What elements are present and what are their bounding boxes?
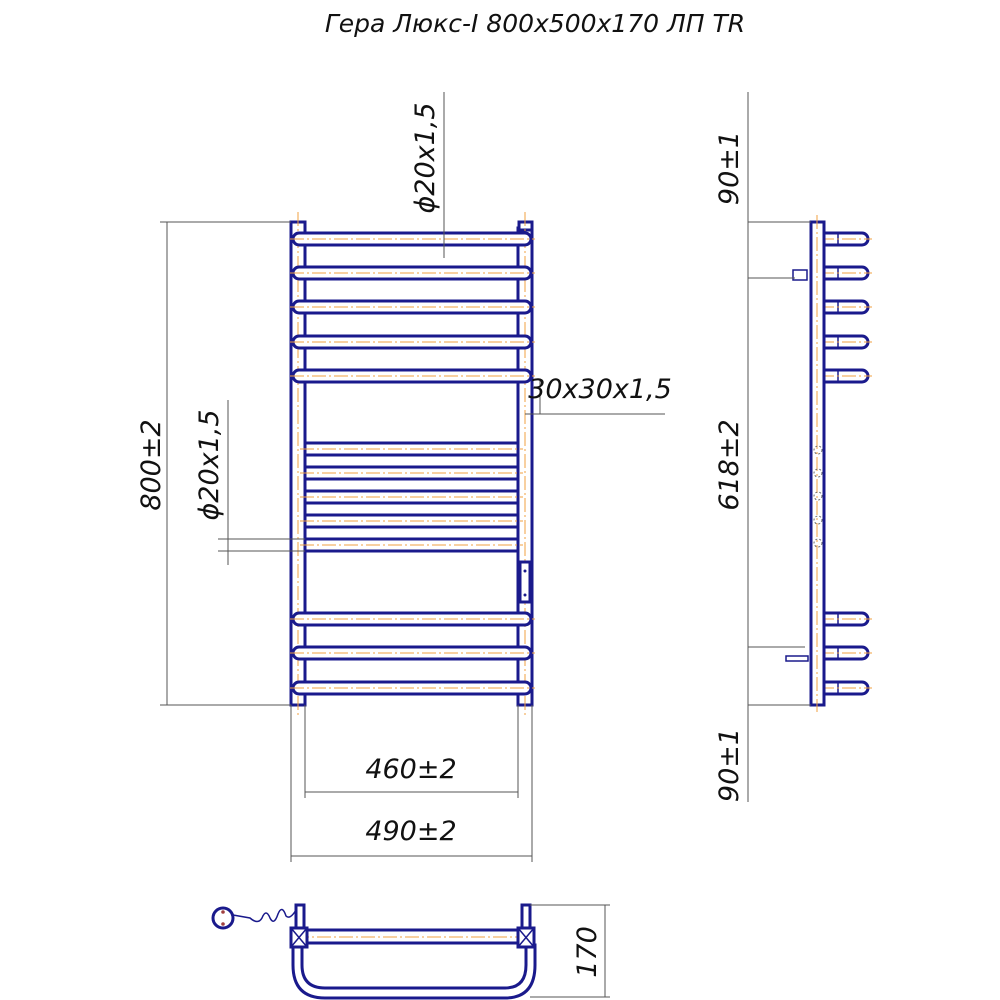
- dim-width-inner: 460±2: [365, 754, 456, 785]
- inner-flat-bars: [300, 441, 523, 553]
- control-box: [518, 560, 532, 604]
- lower-bracket: [785, 655, 809, 662]
- mount-hole: [813, 491, 823, 501]
- left-flange: [289, 926, 309, 949]
- dim-pipe-top: ϕ20x1,5: [410, 102, 441, 213]
- mount-hole: [813, 515, 823, 525]
- dim-pipe-left: ϕ20x1,5: [194, 409, 225, 520]
- top-view: 170: [211, 903, 610, 1000]
- dim-profile: 30x30x1,5: [528, 374, 672, 405]
- right-flange: [516, 926, 536, 949]
- front-view: [289, 212, 535, 715]
- drawing-title: Гера Люкс-I 800x500x170 ЛП TR: [325, 9, 745, 38]
- upper-bracket: [792, 269, 808, 281]
- mount-hole: [813, 538, 823, 548]
- dim-width-outer: 490±2: [365, 816, 456, 847]
- left-stub: [294, 903, 306, 932]
- dim-mount-spacing: 618±2: [714, 419, 745, 510]
- dim-depth: 170: [572, 926, 603, 978]
- u-bar: [291, 943, 537, 1000]
- dim-top-offset: 90±1: [714, 131, 745, 205]
- plug-icon: [211, 906, 297, 930]
- dim-bottom-offset: 90±1: [714, 728, 745, 802]
- dim-height-total: 800±2: [136, 419, 167, 510]
- front-round-bars: [290, 231, 535, 696]
- mount-hole: [813, 468, 823, 478]
- mount-hole: [813, 445, 823, 455]
- power-cord: [232, 908, 297, 923]
- mounting-holes: [813, 445, 823, 548]
- front-dimensions: 800±2 ϕ20x1,5 ϕ20x1,5 30x30x1,5 460±2 49…: [136, 92, 672, 862]
- side-bars: [820, 231, 872, 696]
- right-stub: [520, 903, 532, 932]
- side-view: 90±1 618±2 90±1: [714, 92, 872, 802]
